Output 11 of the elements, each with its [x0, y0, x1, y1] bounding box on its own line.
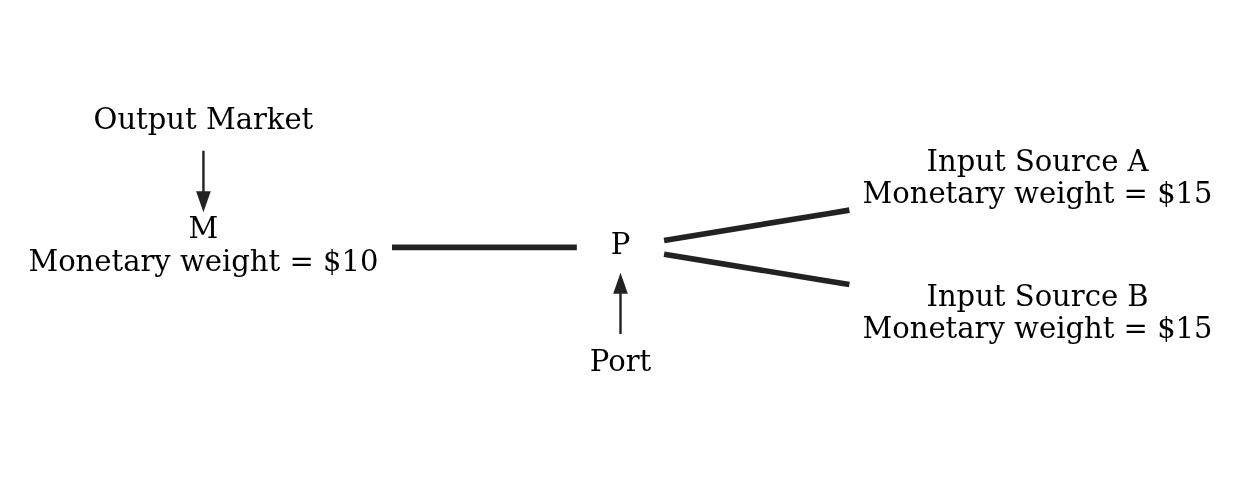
arrow: [196, 150, 211, 212]
node-text: Input Source B Monetary weight = $15: [862, 278, 1213, 345]
arrow: [613, 272, 628, 334]
connector: [392, 244, 577, 250]
node-text: M Monetary weight = $10: [28, 210, 379, 278]
connector: [663, 250, 850, 287]
node-text: Port: [589, 343, 652, 378]
node-text: Input Source A Monetary weight = $15: [862, 143, 1213, 210]
node-text: Output Market: [93, 101, 314, 136]
connector: [663, 206, 850, 243]
node-text: P: [610, 226, 631, 261]
